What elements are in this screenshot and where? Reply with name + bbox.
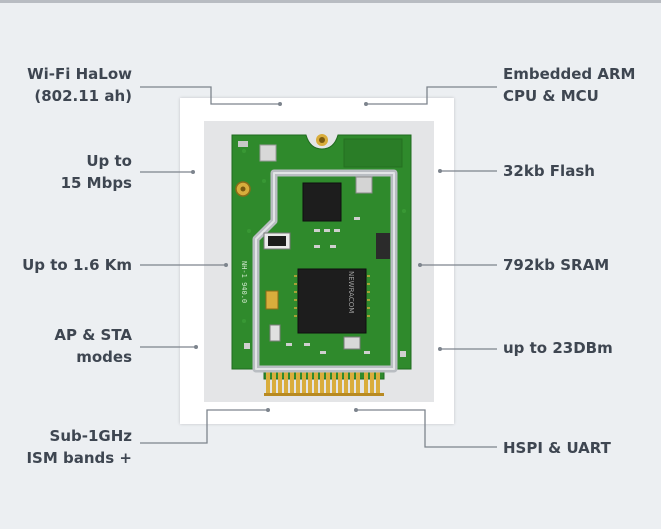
label-arm-cpu: Embedded ARM CPU & MCU — [503, 65, 636, 105]
leader-ism-bands — [140, 409, 268, 444]
top-border-line — [0, 0, 661, 3]
pcb-module-illustration: NEWRACOM NH-1 940.0 — [231, 134, 412, 396]
label-speed: Up to 15 Mbps — [60, 152, 132, 192]
label-sram: 792kb SRAM — [503, 256, 610, 274]
pcb-photo-area: NEWRACOM NH-1 940.0 — [204, 121, 434, 402]
leader-arm-cpu — [366, 86, 497, 105]
label-interfaces: HSPI & UART — [503, 439, 611, 457]
label-flash: 32kb Flash — [503, 162, 595, 180]
label-wifi-halow: Wi-Fi HaLow (802.11 ah) — [27, 65, 132, 105]
leader-wifi-halow — [140, 86, 280, 105]
label-power: up to 23DBm — [503, 339, 613, 357]
label-ism-bands: Sub-1GHz ISM bands + — [26, 427, 132, 467]
chip-marking: NEWRACOM — [347, 271, 355, 313]
board-silkscreen: NH-1 940.0 — [240, 261, 248, 303]
label-range: Up to 1.6 Km — [22, 256, 132, 274]
leader-interfaces — [356, 409, 497, 448]
label-modes: AP & STA modes — [54, 326, 132, 366]
